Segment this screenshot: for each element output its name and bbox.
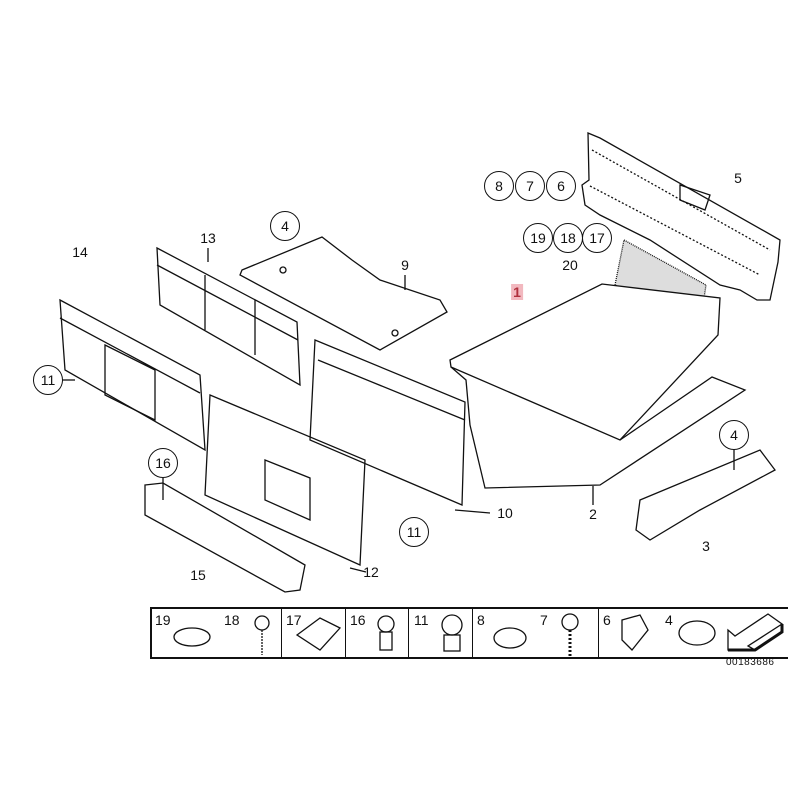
legend-number: 7: [540, 612, 548, 628]
callout-18-circled: 18: [553, 223, 583, 253]
clip-17-icon: [295, 617, 342, 651]
legend-cell: 17: [281, 609, 346, 657]
trim-part-9: [239, 236, 448, 351]
legend-number: 18: [224, 612, 240, 628]
callout-4-circled: 4: [270, 211, 300, 241]
legend-cell: 11: [408, 609, 473, 657]
legend-number: 19: [155, 612, 171, 628]
diagram-code: 00183686: [726, 657, 775, 668]
callout-14: 14: [72, 244, 88, 260]
side-trim-part-13: [156, 246, 301, 387]
callout-20: 20: [562, 257, 578, 273]
legend-cell: 19 18: [150, 609, 283, 657]
callout-3: 3: [702, 538, 710, 554]
callout-2: 2: [589, 506, 597, 522]
callout-13: 13: [200, 230, 216, 246]
callout-5: 5: [734, 170, 742, 186]
legend-number: 16: [350, 612, 366, 628]
callout-10: 10: [497, 505, 513, 521]
legend-cell: 6 4: [598, 609, 789, 657]
legend-number: 6: [603, 612, 611, 628]
plug-4-icon: [678, 620, 716, 646]
legend-number: 8: [477, 612, 485, 628]
legend-glyphs: [173, 613, 784, 656]
sill-part-15: [144, 482, 306, 593]
panel-part-10: [309, 339, 466, 506]
callout-15: 15: [190, 567, 206, 583]
fastener-legend: 19 18 17 16 11 8 7 6 4: [150, 607, 788, 659]
legend-number: 11: [414, 612, 429, 628]
callout-11-circled-b: 11: [399, 517, 429, 547]
callout-16-circled: 16: [148, 448, 178, 478]
side-panel-part-11: [59, 298, 206, 452]
callout-12: 12: [363, 564, 379, 580]
callout-11-circled: 11: [33, 365, 63, 395]
callout-8-circled: 8: [484, 171, 514, 201]
rear-panel-part-5: [581, 132, 781, 301]
legend-cell: 16: [345, 609, 409, 657]
callout-6-circled: 6: [546, 171, 576, 201]
callout-17-circled: 17: [582, 223, 612, 253]
bracket-part-3: [635, 449, 776, 541]
clip-6-icon: [621, 614, 649, 651]
plug-icon: [173, 627, 211, 647]
legend-number: 4: [665, 612, 673, 628]
panel-part-12: [204, 394, 366, 566]
legend-number: 17: [286, 612, 302, 628]
callout-1-highlighted[interactable]: 1: [511, 284, 523, 300]
callout-4-circled-b: 4: [719, 420, 749, 450]
cap-8-icon: [493, 627, 527, 649]
legend-cell: 8 7: [472, 609, 599, 657]
callout-9: 9: [401, 257, 409, 273]
callout-7-circled: 7: [515, 171, 545, 201]
floor-carpet-part-2: [450, 366, 747, 489]
callout-19-circled: 19: [523, 223, 553, 253]
floor-mat-part-1: [449, 283, 721, 441]
